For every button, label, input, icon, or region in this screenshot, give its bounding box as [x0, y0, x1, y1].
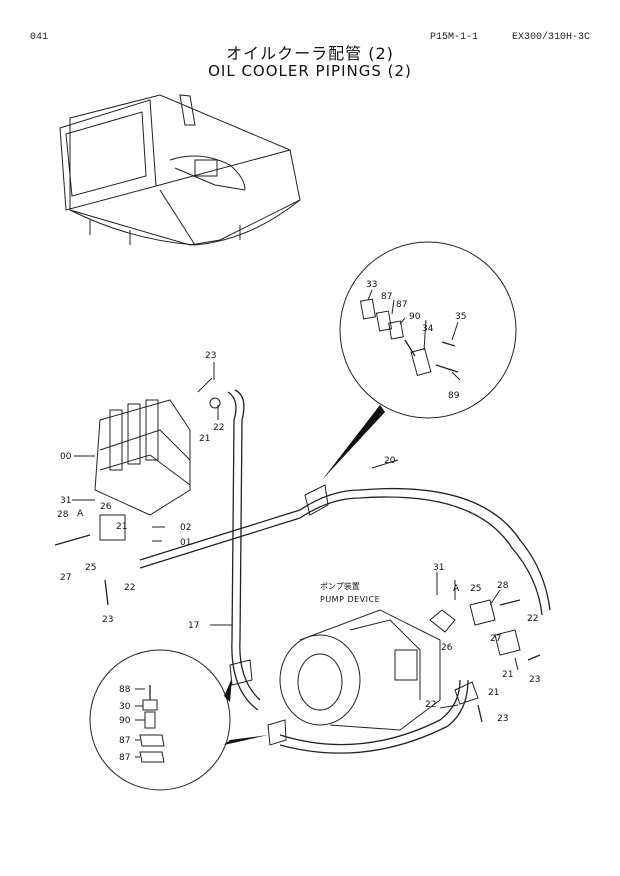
callout-valve-21-top: 21 — [199, 434, 210, 444]
control-valve — [54, 377, 221, 606]
detail-circle-top — [322, 241, 517, 480]
callout-00: 00 — [60, 452, 72, 462]
callout-valve-23-top: 23 — [205, 351, 216, 361]
callout-34: 34 — [422, 324, 434, 334]
callout-87-bottom-a: 87 — [119, 736, 130, 746]
callout-pump-28: 28 — [497, 581, 509, 591]
callout-87a: 87 — [381, 292, 392, 302]
page-reference: P15M-1-1 — [430, 32, 479, 43]
callout-01: 01 — [180, 538, 191, 548]
callout-valve-23-low: 23 — [102, 615, 113, 625]
callout-pump-22-right: 22 — [527, 614, 538, 624]
detail-circle-bottom — [89, 649, 268, 791]
pump-device-label-en: PUMP DEVICE — [320, 595, 380, 604]
page-number: 041 — [30, 32, 49, 43]
callout-87b: 87 — [396, 300, 407, 310]
callout-pump-25: 25 — [470, 584, 481, 594]
callout-pump-21-right: 21 — [502, 670, 513, 680]
callout-17: 17 — [188, 621, 199, 631]
title-english: OIL COOLER PIPINGS (2) — [208, 62, 412, 80]
callout-valve-A: A — [77, 509, 84, 519]
callout-pump-23-low: 23 — [497, 714, 508, 724]
hose-assemblies — [139, 389, 551, 754]
title-japanese: オイルクーラ配管 (2) — [226, 44, 394, 63]
callout-89: 89 — [448, 391, 460, 401]
callout-pump-23-right: 23 — [529, 675, 540, 685]
callout-valve-25: 25 — [85, 563, 96, 573]
leader-lines — [72, 362, 519, 709]
callout-valve-28: 28 — [57, 510, 69, 520]
callout-88: 88 — [119, 685, 131, 695]
pump-device-label-jp: ポンプ装置 — [320, 581, 360, 591]
callout-35: 35 — [455, 312, 466, 322]
callout-02: 02 — [180, 523, 191, 533]
callout-pump-26: 26 — [441, 643, 453, 653]
callout-90: 90 — [409, 312, 421, 322]
callout-pump-21-low: 21 — [488, 688, 499, 698]
callout-valve-27: 27 — [60, 573, 71, 583]
callout-valve-21-mid: 21 — [116, 522, 127, 532]
callout-valve-22-low: 22 — [124, 583, 135, 593]
callout-90-bottom: 90 — [119, 716, 131, 726]
excavator-overview — [59, 94, 301, 246]
callout-valve-31: 31 — [60, 496, 71, 506]
callout-20: 20 — [384, 456, 396, 466]
callout-30: 30 — [119, 702, 131, 712]
callout-valve-22-top: 22 — [213, 423, 224, 433]
callout-pump-A: A — [453, 584, 460, 594]
callout-valve-26: 26 — [100, 502, 112, 512]
callout-pump-27: 27 — [490, 634, 501, 644]
callout-pump-31: 31 — [433, 563, 444, 573]
model-number: EX300/310H-3C — [512, 32, 591, 43]
callout-87-bottom-b: 87 — [119, 753, 130, 763]
pump-device — [279, 599, 541, 731]
callout-pump-22-low: 22 — [425, 700, 436, 710]
callout-33: 33 — [366, 280, 377, 290]
